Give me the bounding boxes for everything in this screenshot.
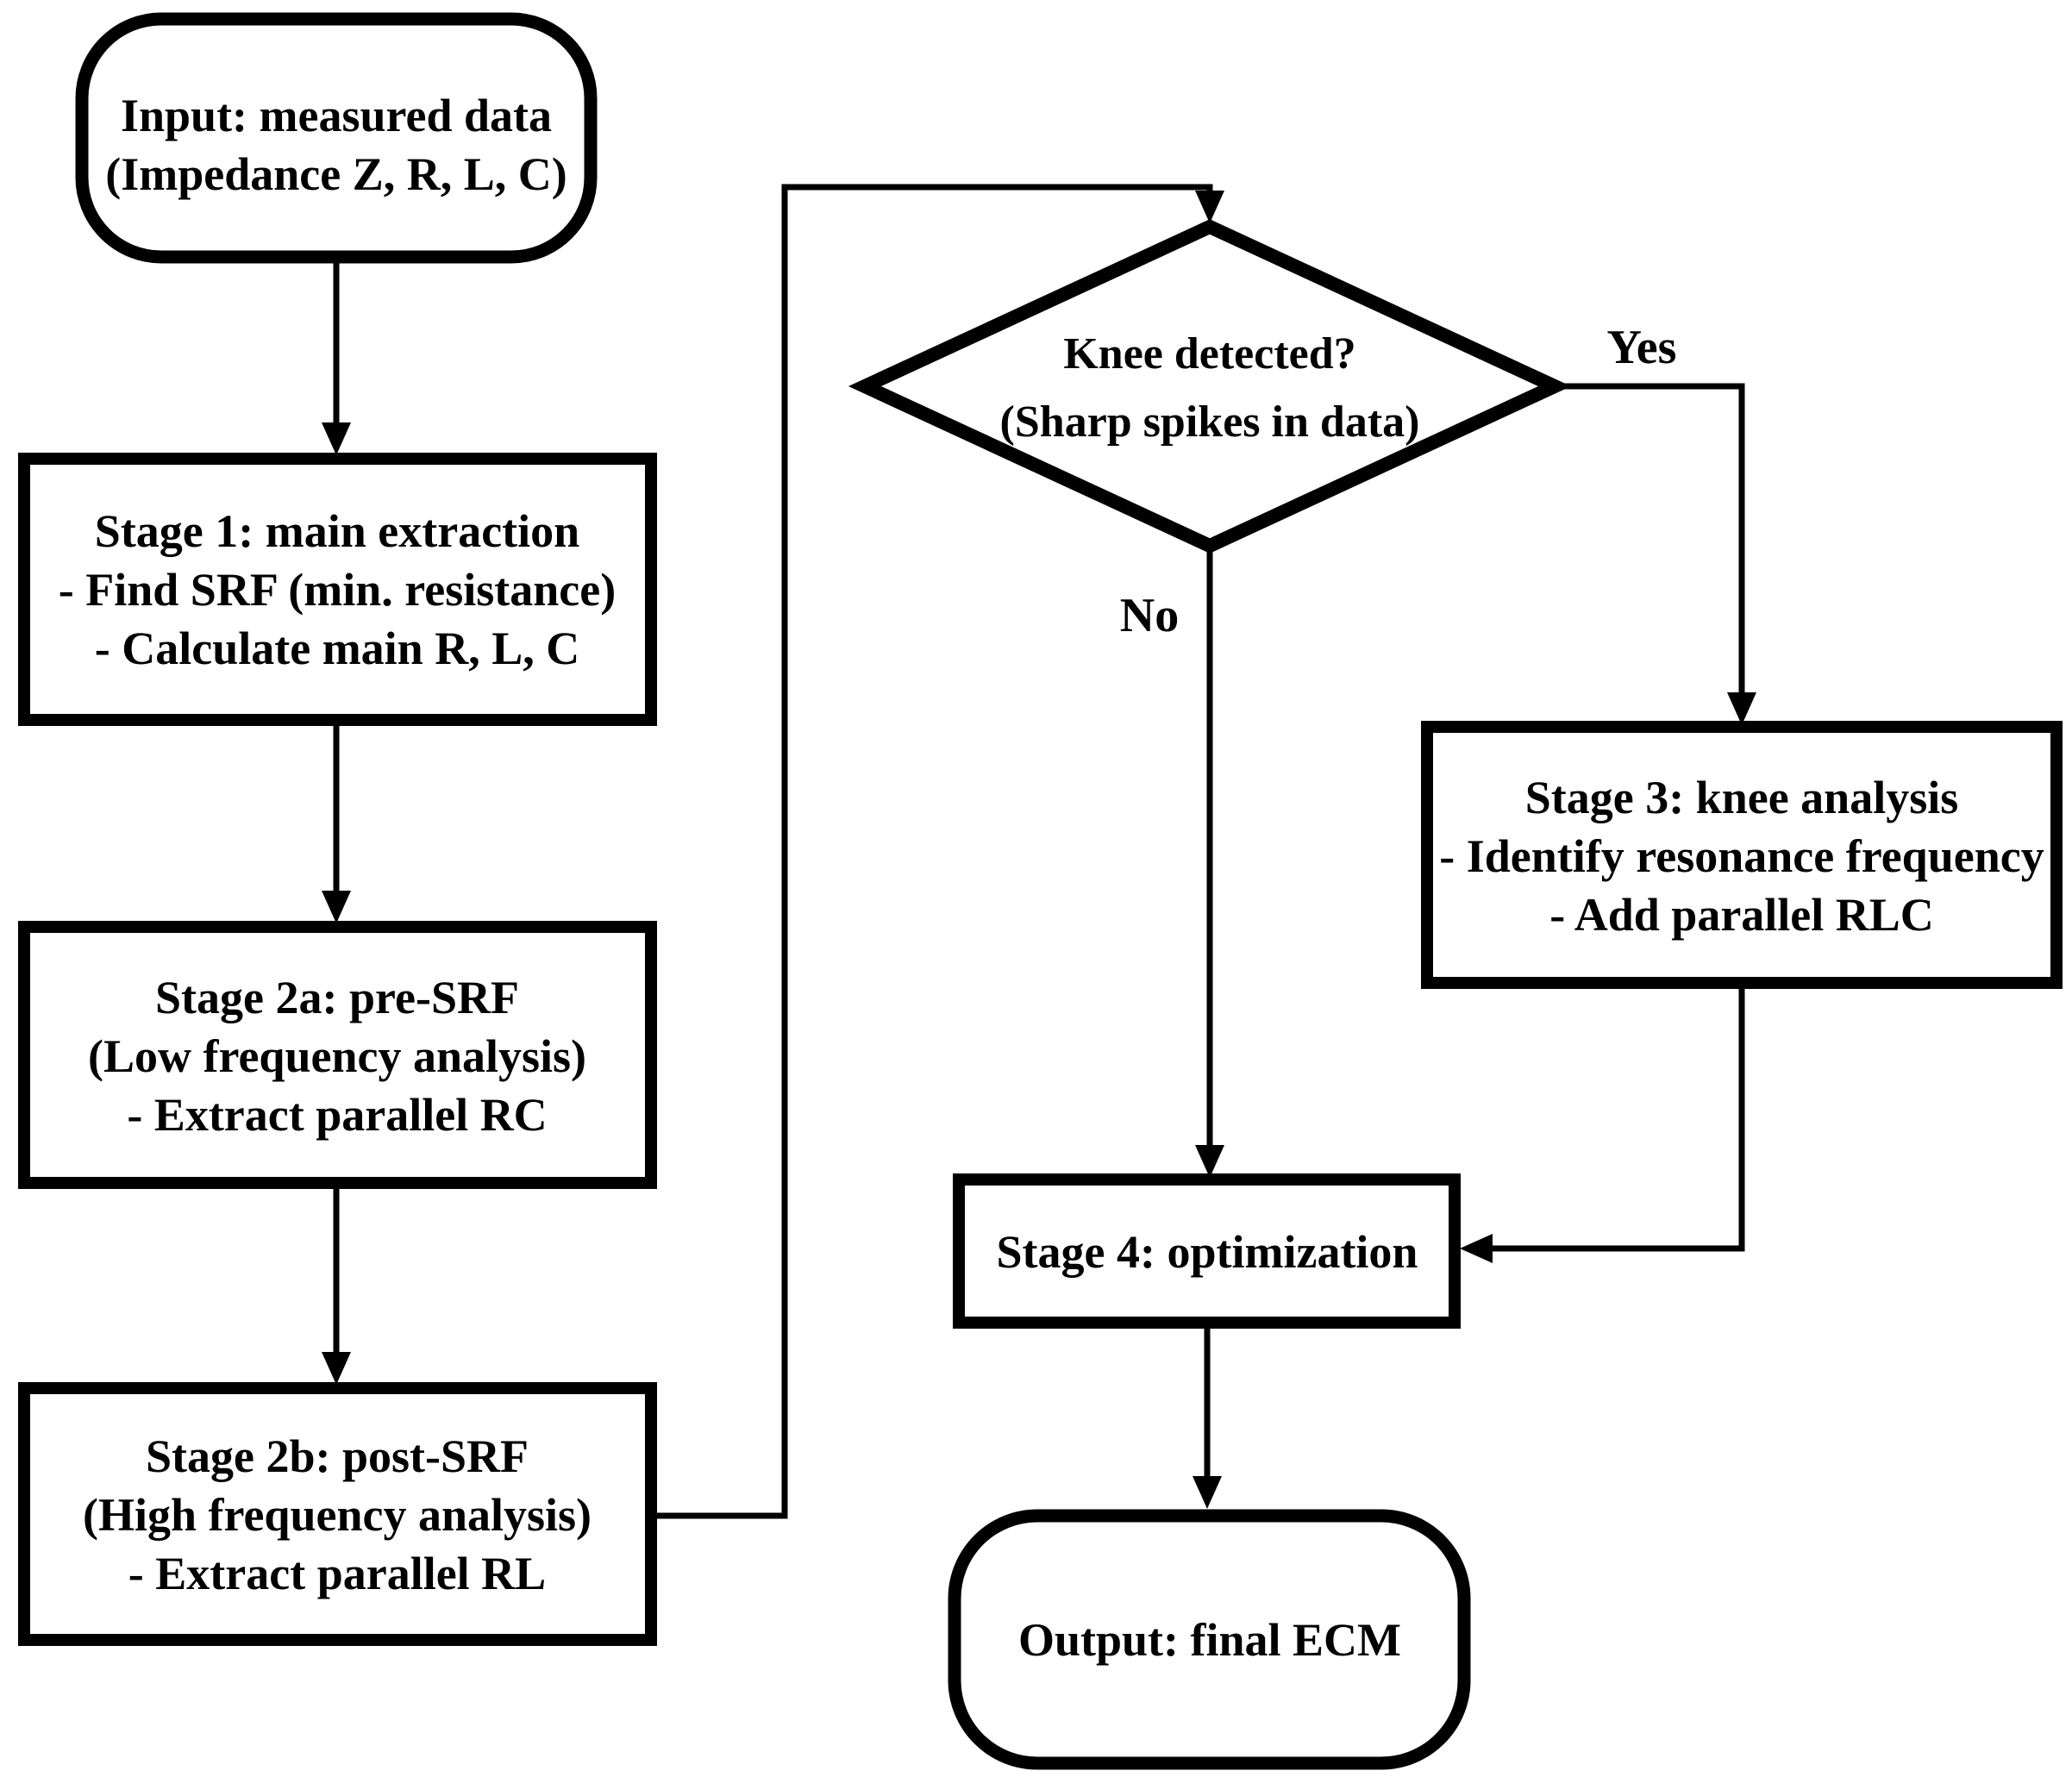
stage2a-line-1: Stage 2a: pre-SRF — [155, 972, 519, 1023]
stage4-node: Stage 4: optimization — [953, 1173, 1461, 1329]
input-line-1: Input: measured data — [121, 90, 552, 141]
edge-stage1-stage2a — [322, 720, 351, 923]
arrowhead-down-icon — [1192, 1476, 1222, 1509]
edge-stage4-output — [1192, 1323, 1222, 1509]
stage2b-line-2: (High frequency analysis) — [83, 1489, 592, 1541]
stage1-line-3: - Calculate main R, L, C — [95, 623, 579, 674]
arrowhead-down-icon — [1727, 692, 1756, 725]
arrowhead-down-icon — [322, 1352, 351, 1385]
edge-stage2b-decision-line — [651, 184, 1213, 1519]
arrowhead-down-icon — [1195, 1145, 1224, 1178]
stage1-process-shape — [18, 453, 657, 726]
stage3-line-1: Stage 3: knee analysis — [1525, 772, 1959, 823]
arrowhead-down-icon — [322, 422, 351, 455]
edge-stage3-stage4-line — [1493, 983, 1745, 1252]
edge-decision-stage4-no: No — [1120, 546, 1224, 1178]
input-line-2: (Impedance Z, R, L, C) — [105, 148, 567, 200]
edge-decision-stage3-yes: Yes — [1552, 321, 1756, 725]
arrowhead-down-icon — [1195, 191, 1224, 223]
stage2a-line-2: (Low frequency analysis) — [88, 1030, 586, 1082]
decision-node: Knee detected? (Sharp spikes in data) — [848, 219, 1572, 554]
stage3-line-3: - Add parallel RLC — [1549, 889, 1934, 941]
arrowhead-down-icon — [322, 891, 351, 923]
stage4-line-1: Stage 4: optimization — [997, 1226, 1418, 1278]
stage3-process-shape — [1421, 721, 2063, 989]
stage3-node: Stage 3: knee analysis - Identify resona… — [1421, 721, 2063, 989]
edge-decision-stage3-line — [1552, 383, 1745, 692]
input-terminator-shape — [75, 12, 598, 264]
stage2b-line-3: - Extract parallel RL — [128, 1548, 546, 1599]
stage2b-process-shape — [18, 1382, 657, 1646]
decision-line-1: Knee detected? — [1063, 329, 1355, 379]
yes-label: Yes — [1607, 321, 1677, 374]
stage2b-node: Stage 2b: post-SRF (High frequency analy… — [18, 1382, 657, 1646]
stage4-process-shape — [953, 1173, 1461, 1329]
stage3-line-2: - Identify resonance frequency — [1439, 830, 2044, 882]
output-terminator-shape — [948, 1509, 1471, 1770]
no-label: No — [1120, 589, 1179, 642]
stage2a-node: Stage 2a: pre-SRF (Low frequency analysi… — [18, 921, 657, 1189]
output-line-1: Output: final ECM — [1018, 1614, 1401, 1666]
arrowhead-left-icon — [1460, 1234, 1493, 1263]
output-node: Output: final ECM — [948, 1509, 1471, 1770]
edge-stage3-stage4 — [1460, 983, 1745, 1263]
stage1-line-1: Stage 1: main extraction — [95, 505, 579, 557]
edge-input-stage1 — [322, 257, 351, 455]
decision-diamond-shape — [848, 219, 1572, 554]
stage1-node: Stage 1: main extraction - Find SRF (min… — [18, 453, 657, 726]
stage2a-line-3: - Extract parallel RC — [127, 1089, 547, 1141]
input-node: Input: measured data (Impedance Z, R, L,… — [75, 12, 598, 264]
stage2a-process-shape — [18, 921, 657, 1189]
edge-stage2b-decision — [651, 184, 1224, 1519]
decision-line-2: (Sharp spikes in data) — [1000, 397, 1420, 447]
stage1-line-2: - Find SRF (min. resistance) — [59, 564, 616, 616]
edge-stage2a-stage2b — [322, 1183, 351, 1385]
stage2b-line-1: Stage 2b: post-SRF — [146, 1430, 529, 1482]
